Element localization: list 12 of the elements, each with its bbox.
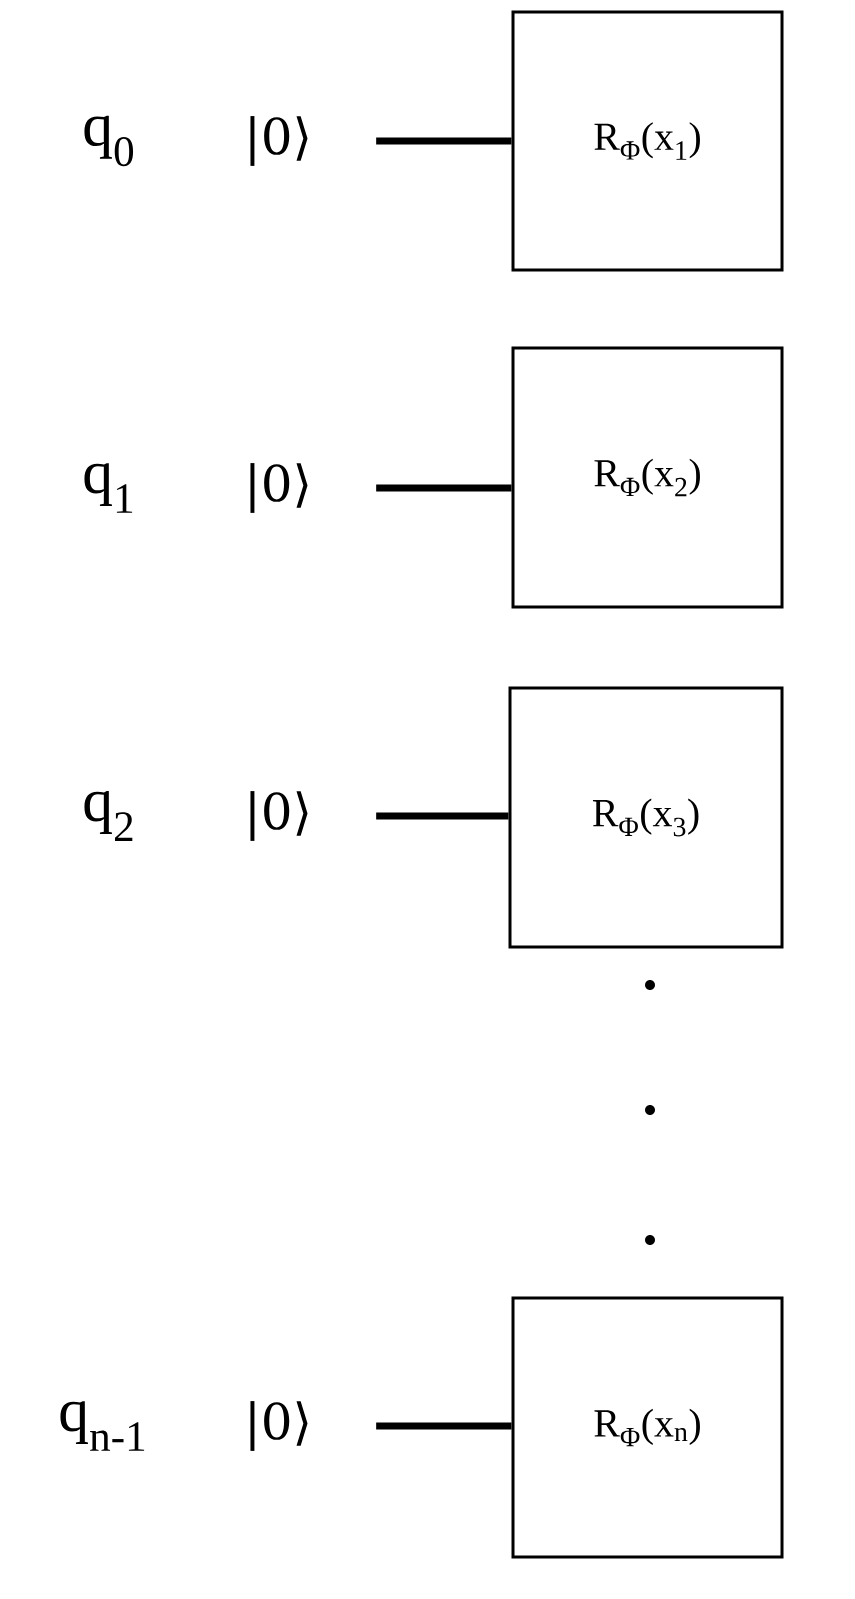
qubit-label: q$_{n-1}$ — [60, 1401, 145, 1451]
qubit-label: q$_{0}$ — [84, 115, 134, 167]
ket-label: |0⟩ — [250, 791, 308, 841]
ket-label: |0⟩ — [250, 463, 308, 513]
gate-box: R$_{Φ}$(x$_{n}$) — [511, 1296, 784, 1559]
gate-box: R$_{Φ}$(x$_{2}$) — [511, 346, 784, 609]
ket-label: |0⟩ — [250, 116, 308, 166]
ket-label: |0⟩ — [250, 1401, 308, 1451]
qubit-label: q$_{2}$ — [84, 791, 133, 841]
gate-box: R$_{Φ}$(x$_{3}$) — [508, 686, 784, 949]
qubit-label: q$_{1}$ — [84, 463, 133, 513]
gate-box: R$_{Φ}$(x$_{1}$) — [511, 10, 784, 272]
